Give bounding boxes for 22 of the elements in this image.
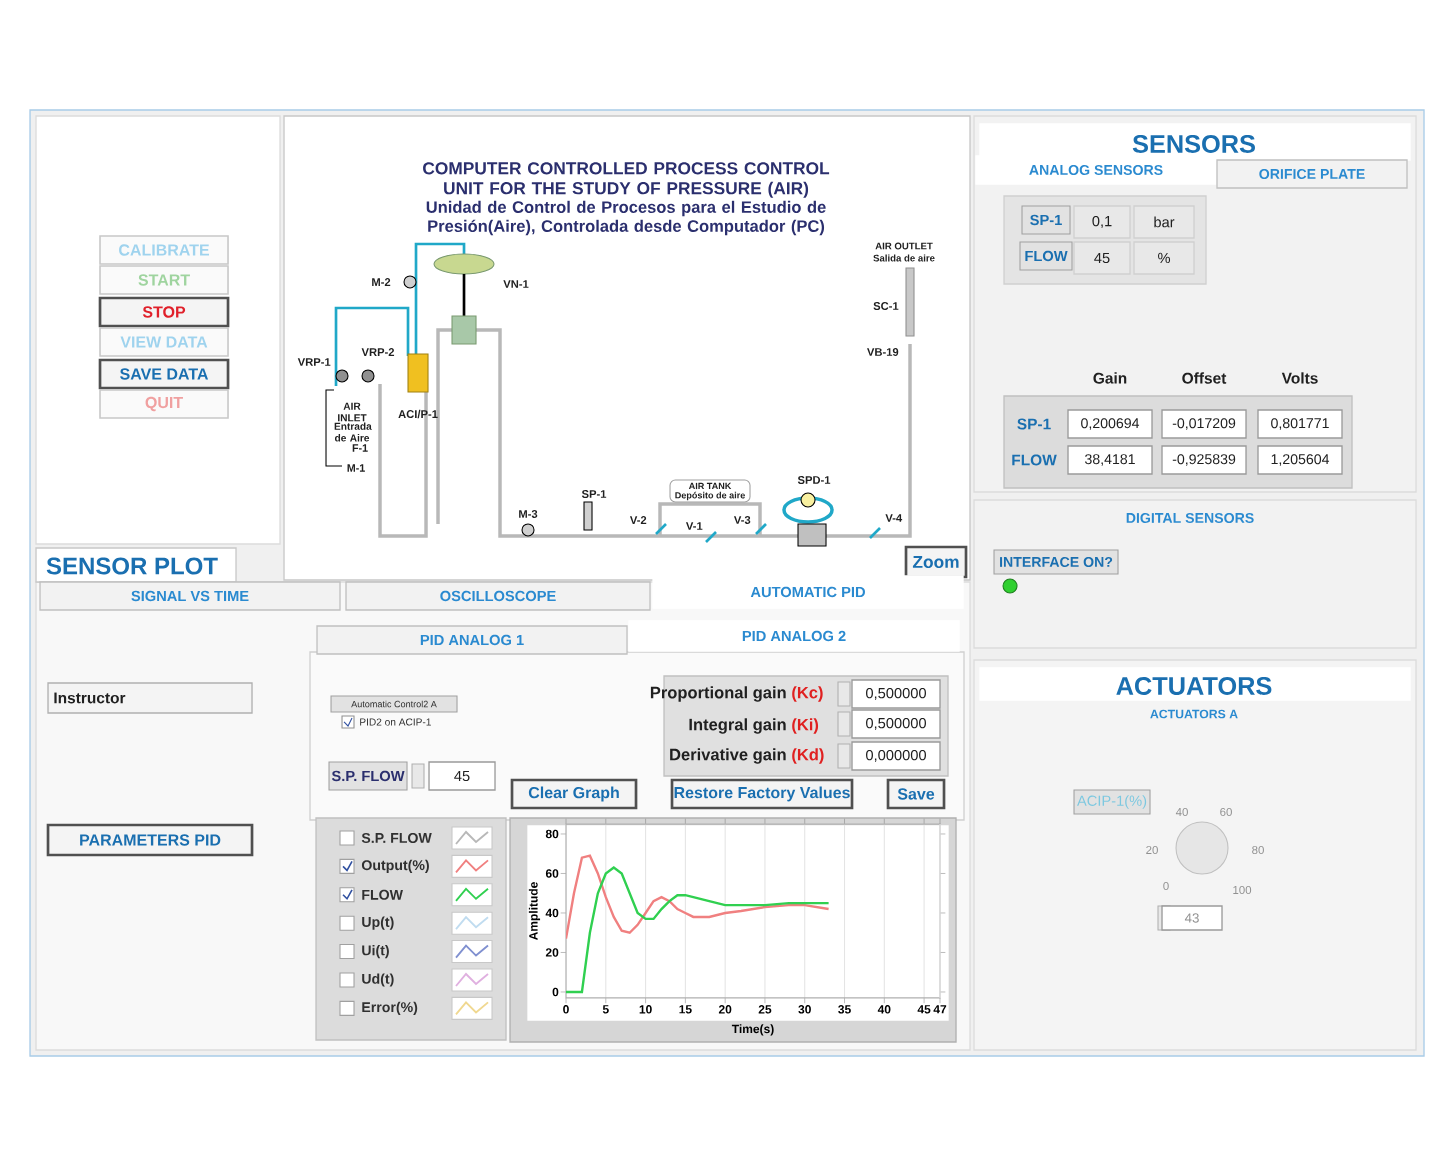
button: PARAMETERS PID [46, 823, 254, 857]
button: VIEW DATA [99, 327, 229, 357]
button: CALIBRATE [99, 235, 229, 265]
button: Save [886, 778, 946, 810]
parameter-label: Derivative gain [670, 748, 786, 764]
button: Restore Factory Values [670, 778, 854, 810]
parameter-symbol: (Kd) [792, 748, 824, 764]
line-series [566, 854, 830, 940]
button: STOP [98, 296, 230, 328]
subheading: Unidad de Control de Procesos para el Estudio de Presión(Aire), Controlada desde Computador (PC) [426, 200, 826, 236]
button: SAVE DATA [98, 358, 230, 390]
parameter-label: Proportional gain [650, 686, 786, 702]
button: START [99, 265, 229, 295]
button: QUIT [99, 389, 229, 419]
parameter-label: Integral gain [689, 718, 786, 734]
button: Zoom [904, 545, 968, 579]
parameter-symbol: (Ki) [792, 718, 819, 734]
panel-title: SENSORS [1132, 135, 1255, 153]
panel-title: ACTUATORS [1116, 677, 1272, 695]
parameter-symbol: (Kc) [792, 686, 823, 702]
button: Clear Graph [510, 778, 638, 810]
heading: COMPUTER CONTROLLED PROCESS CONTROL UNIT FOR THE STUDY OF PRESSURE (AIR) [423, 162, 830, 198]
